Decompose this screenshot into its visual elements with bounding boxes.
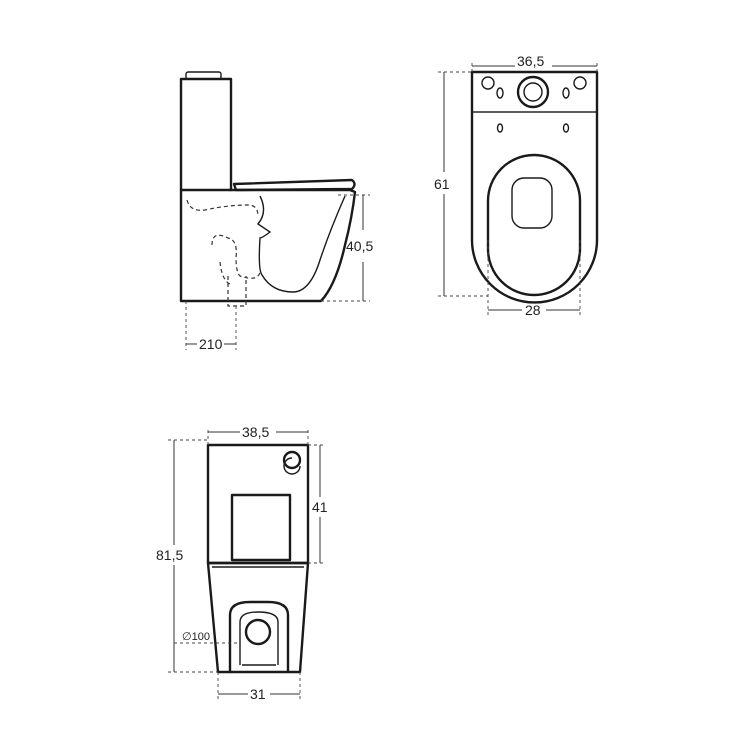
front-base-width-label: 31 — [250, 686, 266, 702]
front-tank-height-label: 41 — [312, 499, 328, 515]
front-outlet-inner — [239, 611, 279, 665]
side-offset-label: 210 — [199, 336, 223, 352]
side-trapway — [186, 199, 261, 286]
top-view: 36,5 61 28 — [434, 53, 599, 318]
front-view: 38,5 41 81,5 ∅100 31 — [156, 424, 328, 702]
top-tank — [471, 71, 598, 113]
side-outlet — [227, 276, 247, 307]
front-outlet-arch — [228, 600, 290, 674]
top-fixing-hole — [481, 76, 495, 90]
side-seat — [232, 178, 356, 192]
top-hinge-hole — [496, 123, 504, 133]
front-flush-button — [283, 457, 301, 475]
top-width-label: 36,5 — [517, 53, 544, 69]
front-tank-inner — [230, 493, 292, 562]
front-width-label: 38,5 — [242, 424, 269, 440]
top-flush-button-inner — [523, 82, 543, 102]
side-bowl-interior — [256, 195, 346, 293]
front-outlet-pipe — [244, 618, 272, 646]
outlet-diameter-label: ∅100 — [182, 631, 210, 643]
top-fixing-hole — [573, 76, 587, 90]
front-flush-button-circle — [282, 450, 302, 470]
top-depth-label: 61 — [434, 176, 450, 192]
side-view: 40,5 210 — [179, 71, 373, 352]
top-slot — [496, 87, 504, 99]
top-bowl-opening — [511, 177, 553, 229]
top-hinge-hole — [562, 123, 570, 133]
top-slot — [562, 87, 570, 99]
front-total-height-label: 81,5 — [156, 547, 183, 563]
top-body-outline — [470, 70, 599, 304]
side-cistern — [179, 77, 233, 192]
front-base — [206, 561, 310, 674]
side-bowl-outline — [179, 188, 357, 303]
top-flush-button — [516, 75, 550, 109]
front-cistern — [206, 443, 310, 565]
top-inner-width-label: 28 — [525, 302, 541, 318]
side-height-label: 40,5 — [346, 238, 373, 254]
top-seat — [486, 153, 582, 297]
